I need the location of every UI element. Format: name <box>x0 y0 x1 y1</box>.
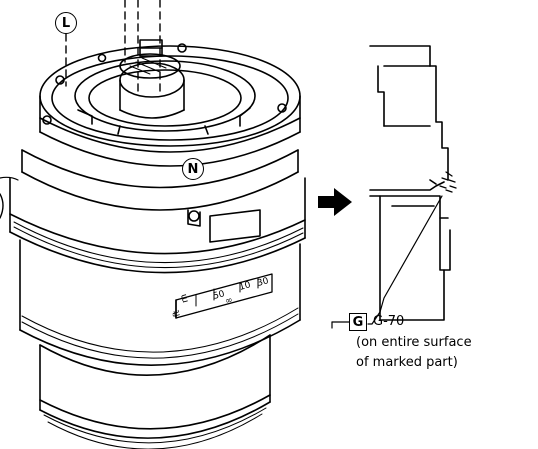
scale-label-1: 50 <box>212 289 226 302</box>
grease-note-line2: of marked part) <box>356 355 458 370</box>
direction-arrow <box>318 188 352 216</box>
grease-code-box: G <box>349 313 367 331</box>
callout-N-letter: N <box>187 161 199 177</box>
grease-note-line1: (on entire surface <box>356 335 472 350</box>
scale-label-6: m <box>179 293 191 304</box>
scale-label-4: ∞ <box>224 295 234 307</box>
lens-barrel <box>0 39 306 449</box>
cross-section-detail <box>331 45 457 329</box>
grease-name: G-70 <box>373 314 405 329</box>
scale-label-5: ft <box>171 308 182 317</box>
callout-N: N <box>182 158 204 180</box>
callout-L-letter: L <box>61 15 71 31</box>
grease-code: G <box>352 314 364 330</box>
scale-label-2: 10 <box>238 280 252 293</box>
scale-label-3: 30 <box>256 276 270 289</box>
distance-scale-numbers: 50 10 30 ∞ ft m <box>171 276 270 318</box>
callout-L: L <box>55 12 77 34</box>
